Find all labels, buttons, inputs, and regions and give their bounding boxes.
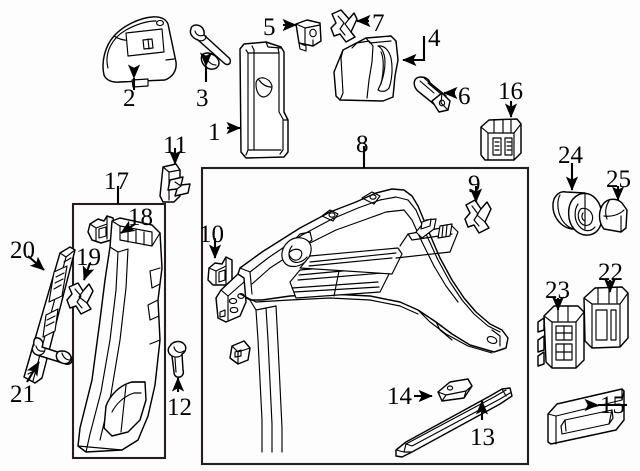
part-17-quarter-trim-sub-assembly	[77, 217, 163, 453]
callout-label-20[interactable]: 20	[10, 237, 35, 264]
callout-label-13[interactable]: 13	[470, 424, 495, 451]
part-8-quarter-trim-panel-assembly	[215, 188, 509, 453]
callout-label-2[interactable]: 2	[123, 85, 136, 112]
callout-label-1[interactable]: 1	[208, 119, 221, 146]
callout-label-24[interactable]: 24	[558, 142, 583, 169]
callout-label-7[interactable]: 7	[372, 10, 385, 37]
callout-label-5[interactable]: 5	[263, 14, 276, 41]
part-5-clip-bracket	[295, 19, 322, 52]
part-11-retainer-clip-upper	[159, 163, 191, 203]
callout-label-8[interactable]: 8	[356, 131, 369, 158]
callout-label-22[interactable]: 22	[598, 259, 623, 286]
callout-label-6[interactable]: 6	[458, 83, 471, 110]
part-22-power-outlet-connector	[583, 286, 629, 349]
part-18-trim-clip-upper	[87, 215, 116, 244]
part-21-rail-push-pin	[31, 337, 73, 365]
callout-label-3[interactable]: 3	[196, 85, 209, 112]
part-7-retainer-clip	[330, 9, 358, 43]
part-15-access-cover-plate	[547, 388, 625, 445]
callout-label-21[interactable]: 21	[10, 381, 35, 408]
callout-label-12[interactable]: 12	[167, 394, 192, 421]
callout-leaders	[26, 14, 627, 420]
callout-label-9[interactable]: 9	[468, 171, 481, 198]
part-1-b-pillar-trim-panel	[239, 41, 289, 159]
callout-label-15[interactable]: 15	[600, 392, 625, 419]
part-23-wiring-connector	[537, 305, 585, 369]
callout-label-10[interactable]: 10	[199, 221, 224, 248]
part-14-sill-end-cap	[437, 378, 473, 402]
part-9-trim-clip	[464, 199, 492, 234]
callout-label-25[interactable]: 25	[606, 166, 631, 193]
callout-label-19[interactable]: 19	[76, 244, 101, 271]
part-16-switch-assembly	[480, 118, 522, 161]
callout-label-18[interactable]: 18	[128, 204, 153, 231]
part-19-trim-clip-mid	[66, 282, 94, 315]
part-3-retainer-pin	[189, 24, 232, 70]
callout-label-16[interactable]: 16	[498, 78, 523, 105]
callout-label-14[interactable]: 14	[387, 383, 412, 410]
callout-label-23[interactable]: 23	[545, 277, 570, 304]
part-24-cigar-lighter-socket	[552, 191, 603, 236]
part-2-seat-belt-shoulder-cover	[102, 16, 177, 88]
callout-label-4[interactable]: 4	[428, 25, 441, 52]
callout-label-11[interactable]: 11	[163, 132, 188, 159]
part-12-push-pin-fastener	[167, 340, 187, 378]
callout-label-17[interactable]: 17	[104, 168, 129, 195]
part-6-hex-bolt	[413, 76, 451, 113]
part-25-socket-cap	[598, 198, 628, 233]
part-10-mounting-bracket	[207, 256, 233, 286]
part-4-upper-pillar-trim	[333, 35, 399, 102]
